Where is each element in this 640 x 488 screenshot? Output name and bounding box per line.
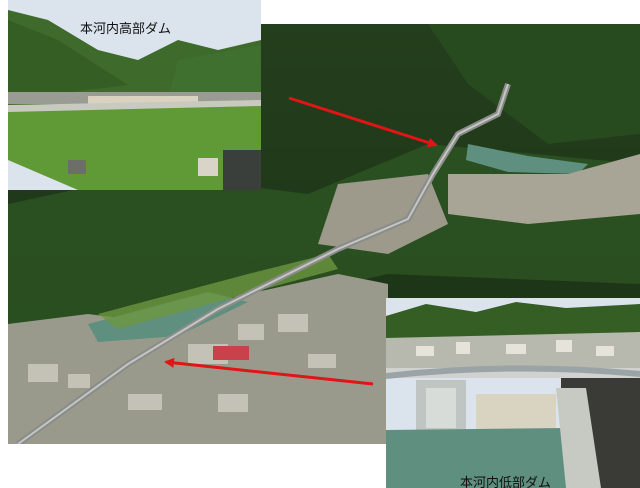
aerial-valley-illustration [8,24,640,444]
lower-dam-illustration [386,298,640,488]
upper-dam-caption: 本河内高部ダム [80,22,172,37]
arrow-to-upper-dam [288,96,438,148]
main-aerial-photo [8,24,640,444]
upper-dam-inset-photo: 本河内高部ダム [8,0,261,190]
lower-dam-caption: 本河内低部ダム [460,476,552,488]
arrow-to-lower-dam [164,357,374,386]
lower-dam-inset-photo: 本河内低部ダム [386,298,640,488]
upper-dam-illustration [8,0,261,190]
